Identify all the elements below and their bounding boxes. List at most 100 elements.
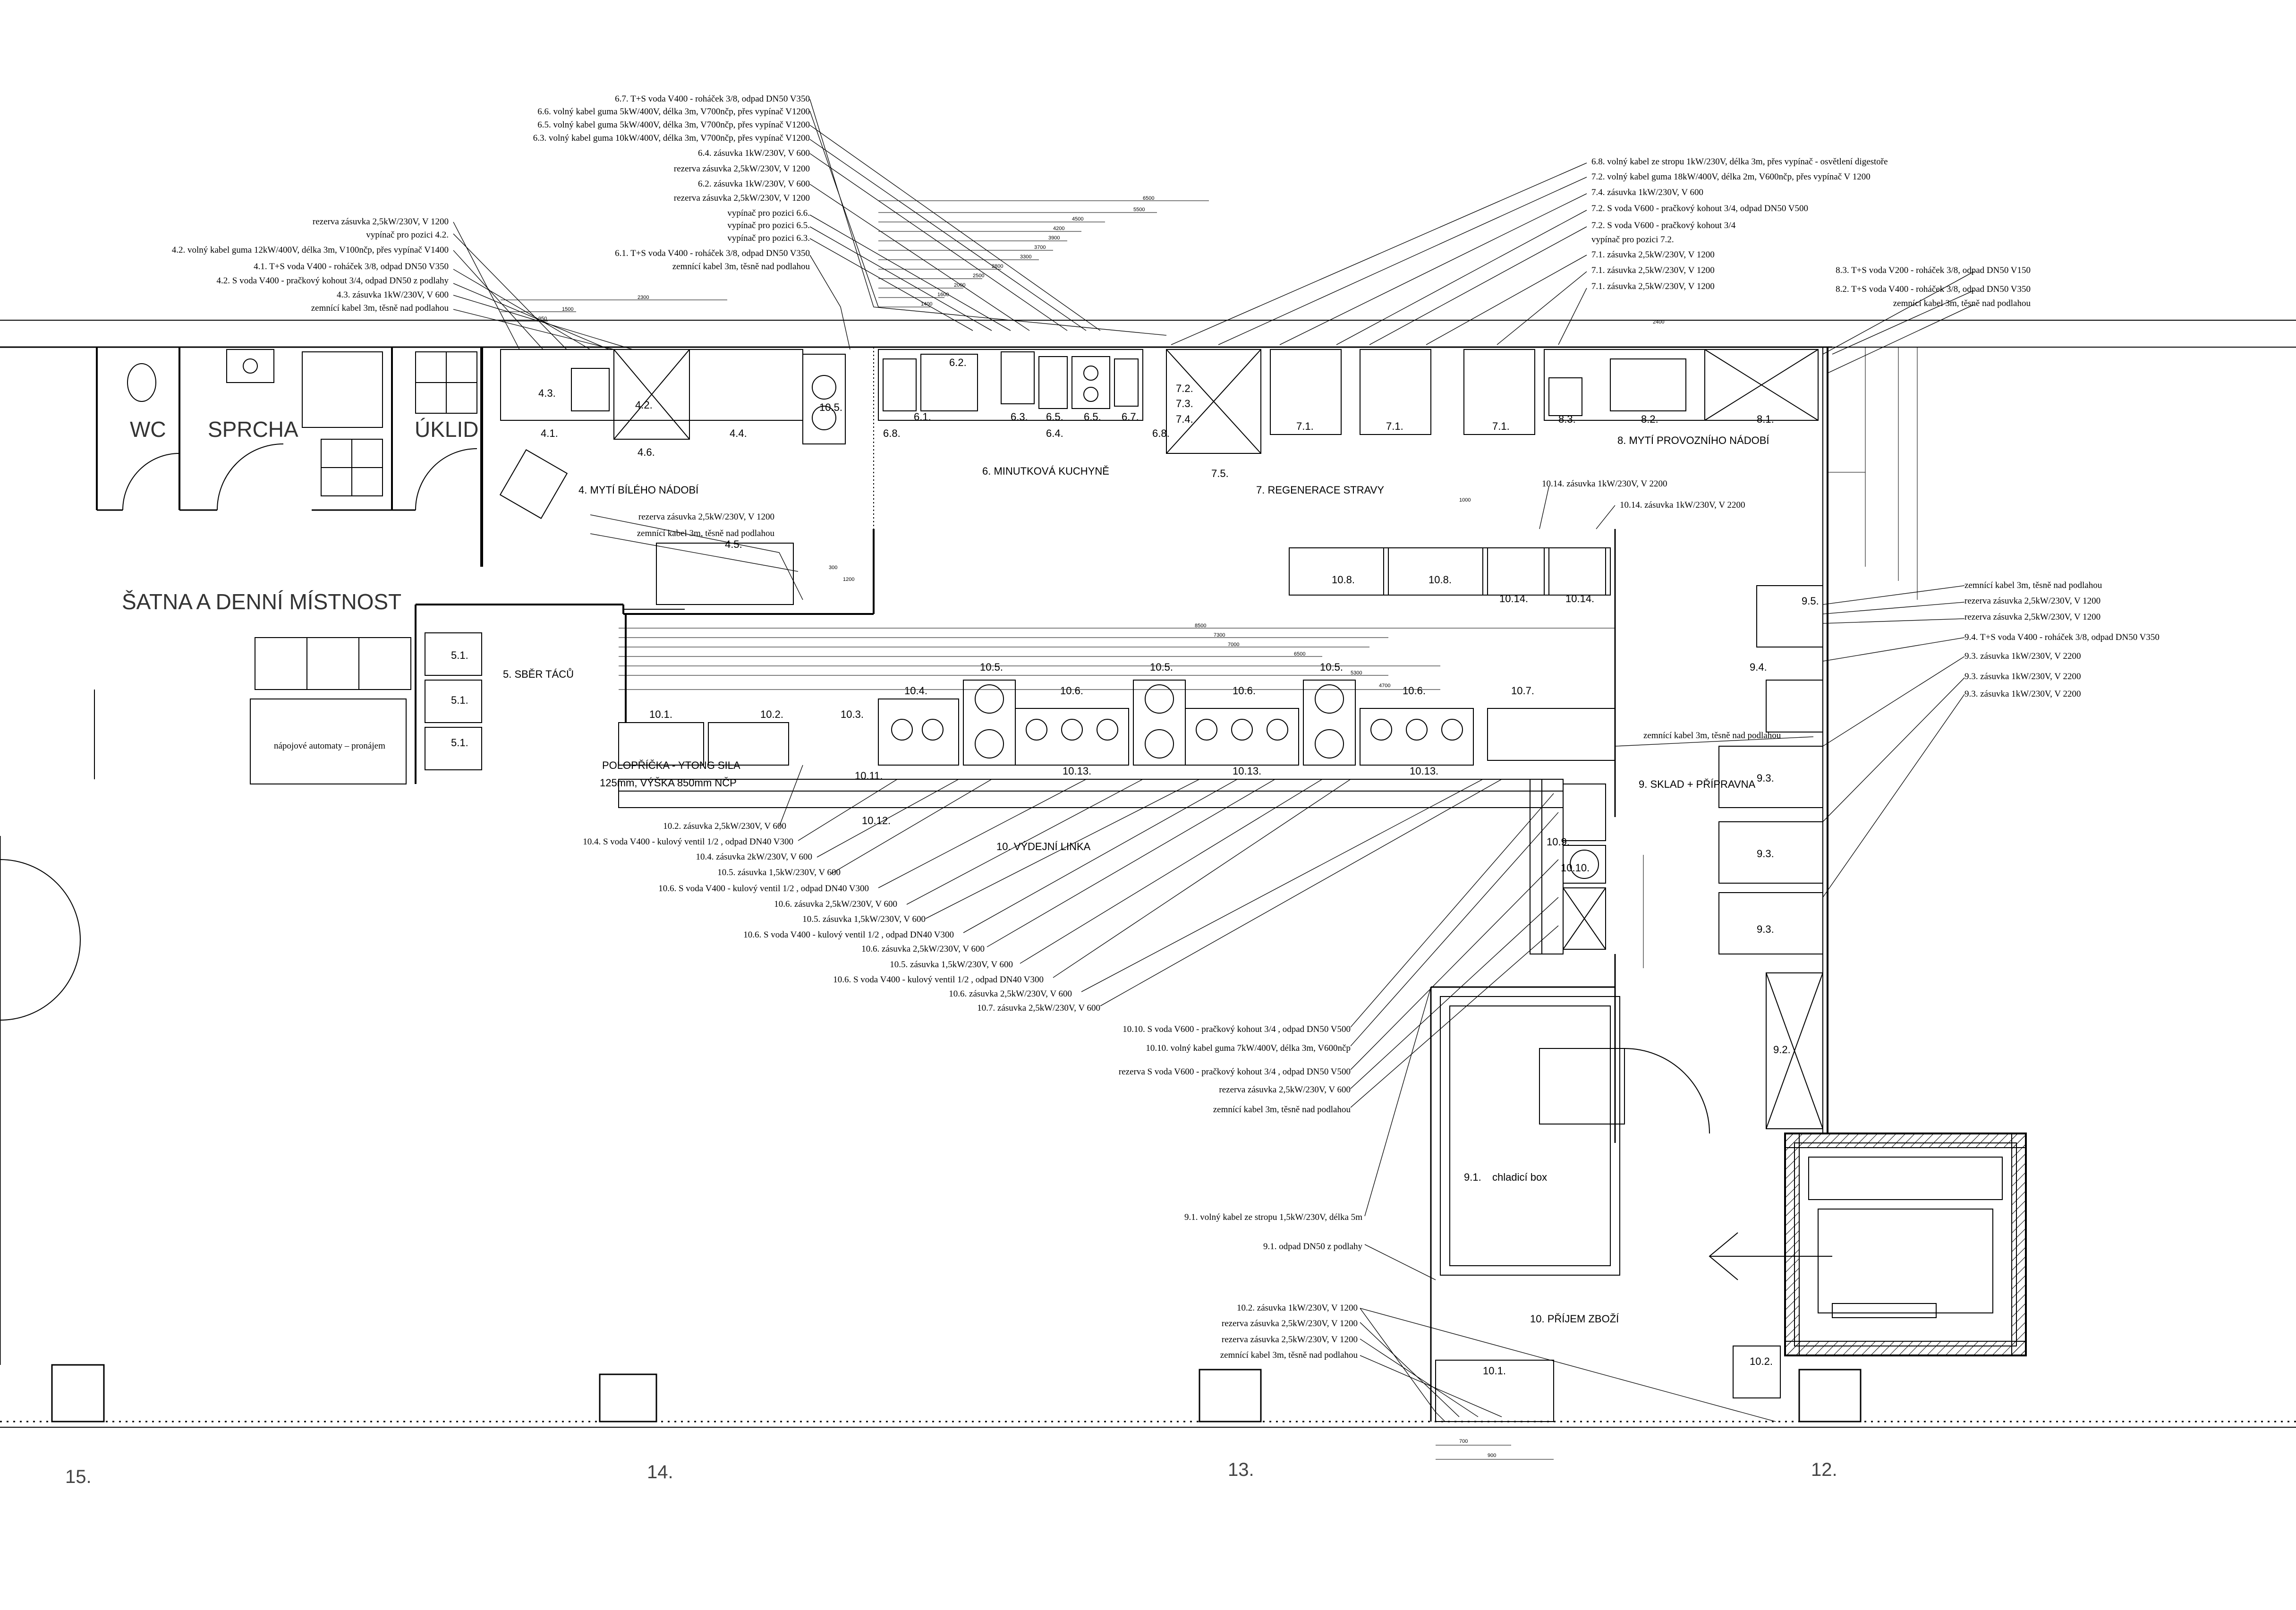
tag-10-14a: 10.14. <box>1499 593 1528 605</box>
equipment-tags: 4.3. 4.2. 4.1. 4.6. 4.4. 4.5. 10.5. 6.8.… <box>451 357 1819 1377</box>
note: rezerva zásuvka 2,5kW/230V, V 1200 <box>1964 596 2100 606</box>
note: vypínač pro pozici 4.2. <box>366 230 449 240</box>
note: zemnící kabel 3m, těsně nad podlahou <box>637 528 775 538</box>
note: rezerva zásuvka 2,5kW/230V, V 1200 <box>1964 612 2100 622</box>
note: zemnící kabel 3m, těsně nad podlahou <box>1893 298 2031 308</box>
tag-4-6: 4.6. <box>638 446 655 458</box>
tag-7-1a: 7.1. <box>1296 420 1314 432</box>
note: zemnící kabel 3m, těsně nad podlahou <box>1220 1350 1358 1360</box>
note: 10.14. zásuvka 1kW/230V, V 2200 <box>1620 500 1745 510</box>
note: 10.7. zásuvka 2,5kW/230V, V 600 <box>977 1003 1100 1013</box>
tag-8-2: 8.2. <box>1641 413 1658 425</box>
note: 7.2. S voda V600 - pračkový kohout 3/4, … <box>1591 204 1808 213</box>
dim-value: 700 <box>1459 1439 1468 1444</box>
note: 7.2. S voda V600 - pračkový kohout 3/4 <box>1591 221 1736 230</box>
tag-4-5: 4.5. <box>725 538 742 550</box>
note: 8.3. T+S voda V200 - roháček 3/8, odpad … <box>1836 265 2031 275</box>
tag-4-1: 4.1. <box>541 427 558 439</box>
tag-10-2: 10.2. <box>760 708 783 720</box>
tag-5-1a: 5.1. <box>451 649 468 661</box>
cold-box-label: chladicí box <box>1492 1171 1547 1183</box>
axis-15: 15. <box>65 1466 92 1487</box>
dim-value: 1600 <box>937 292 949 298</box>
tag-10-1: 10.1. <box>649 708 672 720</box>
dim-value: 2800 <box>992 264 1003 269</box>
dim-value: 6500 <box>1143 196 1154 201</box>
note: 10.5. zásuvka 1,5kW/230V, V 600 <box>802 914 926 924</box>
dim-value: 7300 <box>1214 632 1225 638</box>
dim-value: 4700 <box>1379 683 1390 689</box>
note: 10.5. zásuvka 1,5kW/230V, V 600 <box>717 868 841 877</box>
tag-9-5: 9.5. <box>1802 595 1819 607</box>
note: 9.4. T+S voda V400 - roháček 3/8, odpad … <box>1964 632 2160 642</box>
dim-value: 900 <box>1488 1453 1496 1458</box>
dim-value: 2300 <box>638 295 649 300</box>
tag-10-6a: 10.6. <box>1060 685 1083 697</box>
note: 10.2. zásuvka 1kW/230V, V 1200 <box>1237 1303 1358 1313</box>
tag-10-5c: 10.5. <box>1320 661 1343 673</box>
note: zemnící kabel 3m, těsně nad podlahou <box>311 303 449 313</box>
tag-7-1b: 7.1. <box>1386 420 1403 432</box>
note: 9.1. volný kabel ze stropu 1,5kW/230V, d… <box>1184 1212 1362 1222</box>
note: 9.3. zásuvka 1kW/230V, V 2200 <box>1964 672 2081 681</box>
leader-lines <box>453 99 1974 1422</box>
dim-value: 1200 <box>843 577 854 582</box>
section-4: 4. MYTÍ BÍLÉHO NÁDOBÍ <box>578 484 699 496</box>
room-wc: WC <box>130 417 166 442</box>
dim-value: 1500 <box>562 307 573 312</box>
note: 6.4. zásuvka 1kW/230V, V 600 <box>698 148 810 158</box>
tag-10-6b: 10.6. <box>1233 685 1256 697</box>
note: 10.6. S voda V400 - kulový ventil 1/2 , … <box>658 884 869 894</box>
tag-10-1-bottom: 10.1. <box>1483 1365 1506 1377</box>
note: vypínač pro pozici 6.6. <box>727 208 810 218</box>
tag-10-13c: 10.13. <box>1410 765 1438 777</box>
note: 7.1. zásuvka 2,5kW/230V, V 1200 <box>1591 281 1715 291</box>
dim-value: 2000 <box>954 282 965 288</box>
dimension-values: 6500 5500 4500 4200 3900 3700 3300 2800 … <box>538 196 1664 1458</box>
note: 6.3. volný kabel guma 10kW/400V, délka 3… <box>533 133 810 143</box>
note: 10.10. volný kabel guma 7kW/400V, délka … <box>1146 1043 1351 1053</box>
tag-7-3: 7.3. <box>1176 398 1193 409</box>
note: vypínač pro pozici 7.2. <box>1591 235 1674 245</box>
note: 10.10. S voda V600 - pračkový kohout 3/4… <box>1122 1024 1351 1034</box>
note: 6.6. volný kabel guma 5kW/400V, délka 3m… <box>537 107 810 117</box>
note: 4.3. zásuvka 1kW/230V, V 600 <box>337 290 449 300</box>
callout-notes: 6.7. T+S voda V400 - roháček 3/8, odpad … <box>172 94 2160 1360</box>
tag-9-1: 9.1. <box>1464 1171 1481 1183</box>
note: rezerva zásuvka 2,5kW/230V, V 1200 <box>1222 1335 1358 1345</box>
note: 6.7. T+S voda V400 - roháček 3/8, odpad … <box>615 94 810 104</box>
tag-9-4: 9.4. <box>1750 661 1767 673</box>
tag-10-12: 10.12. <box>862 815 891 826</box>
tag-4-2: 4.2. <box>635 399 653 411</box>
dim-value: 5300 <box>1351 670 1362 676</box>
note: 6.8. volný kabel ze stropu 1kW/230V, dél… <box>1591 157 1888 167</box>
note: rezerva zásuvka 2,5kW/230V, V 1200 <box>1222 1319 1358 1329</box>
tag-6-5a: 6.5. <box>1046 411 1063 423</box>
tag-10-5a: 10.5. <box>980 661 1003 673</box>
note: rezerva S voda V600 - pračkový kohout 3/… <box>1119 1067 1351 1077</box>
note: 6.1. T+S voda V400 - roháček 3/8, odpad … <box>615 248 810 258</box>
dim-value: 1000 <box>1459 497 1471 503</box>
tag-10-5-top: 10.5. <box>819 401 842 413</box>
dim-value: 3300 <box>1020 254 1031 260</box>
note: 10.6. zásuvka 2,5kW/230V, V 600 <box>949 989 1072 999</box>
note: 10.5. zásuvka 1,5kW/230V, V 600 <box>890 960 1013 970</box>
dim-value: 2500 <box>973 273 984 279</box>
tag-4-3: 4.3. <box>538 387 556 399</box>
dim-value: 1400 <box>921 301 932 307</box>
dim-value: 2400 <box>1653 319 1664 325</box>
tag-7-4: 7.4. <box>1176 413 1193 425</box>
section-10: 10. VÝDEJNÍ LINKA <box>996 841 1091 852</box>
dimension-lines <box>501 200 1918 1460</box>
tag-10-13a: 10.13. <box>1063 765 1091 777</box>
note: 10.4. S voda V400 - kulový ventil 1/2 , … <box>583 837 793 847</box>
tag-6-2: 6.2. <box>949 357 967 368</box>
note: 4.2. S voda V400 - pračkový kohout 3/4, … <box>217 276 449 286</box>
tag-10-8a: 10.8. <box>1332 574 1355 586</box>
tag-7-1c: 7.1. <box>1492 420 1510 432</box>
tag-8-3: 8.3. <box>1558 413 1576 425</box>
tag-10-7: 10.7. <box>1511 685 1534 697</box>
note: 10.6. zásuvka 2,5kW/230V, V 600 <box>861 944 985 954</box>
dim-value: 950 <box>538 316 547 322</box>
tag-4-4: 4.4. <box>730 427 747 439</box>
